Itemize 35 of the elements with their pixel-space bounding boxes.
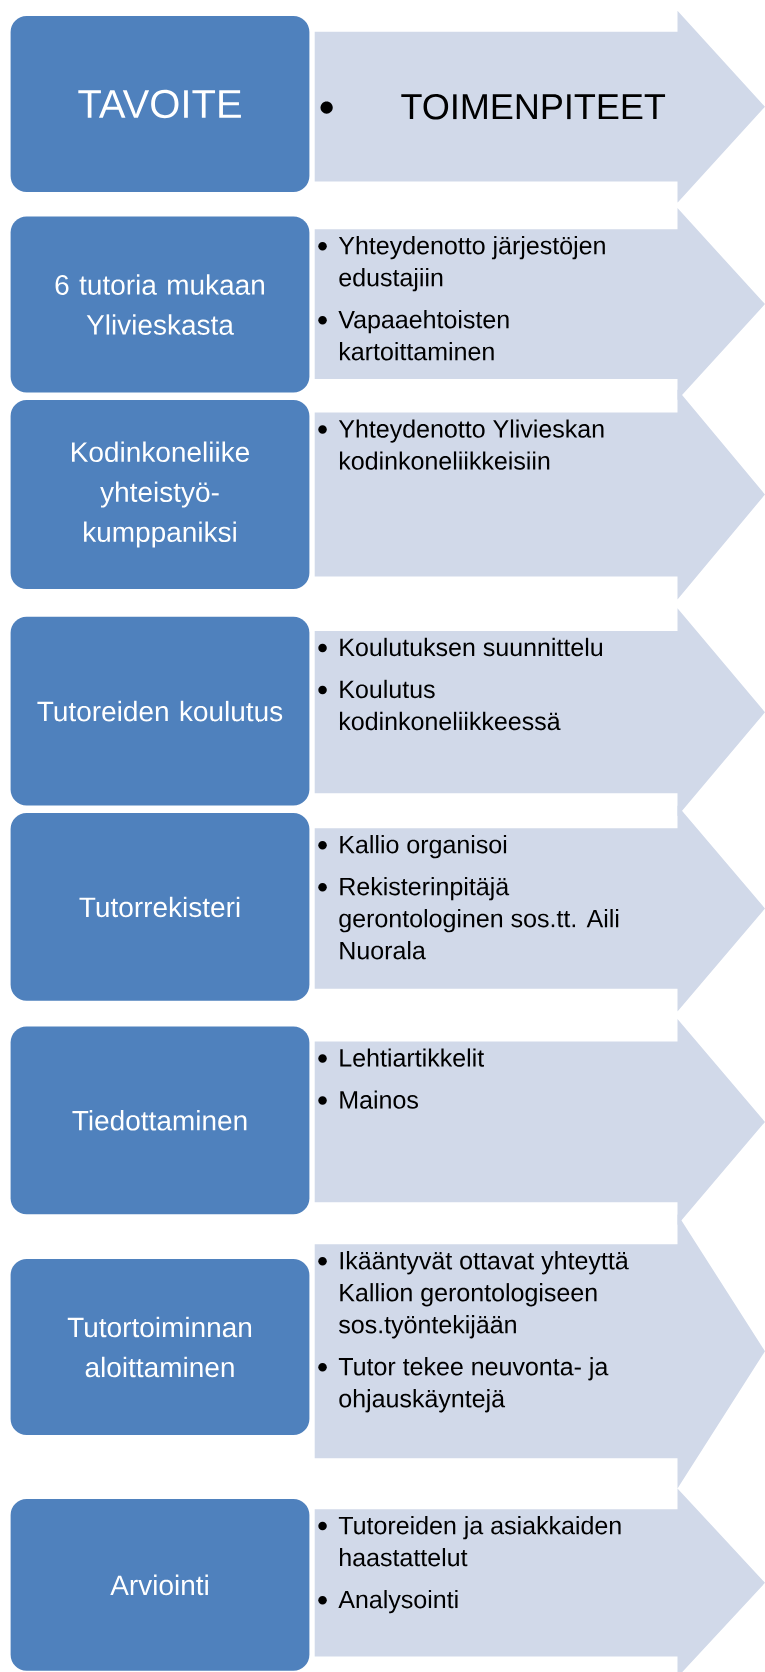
- bullet-text: Yhteydenotto Ylivieskan kodinkoneliikkeisiin: [338, 419, 604, 470]
- bullet-text: TOIMENPITEET: [401, 93, 666, 120]
- rounded-box: [10, 616, 310, 806]
- bullet-text: Tutor tekee neuvonta- ja ohjauskäyntejä: [338, 1357, 609, 1413]
- box-label: Arviointi: [110, 1574, 208, 1596]
- arrow-shape: [314, 10, 765, 203]
- rounded-box: [10, 16, 310, 192]
- rounded-box: [10, 1499, 310, 1671]
- rounded-box: [10, 400, 310, 589]
- bullet-text: Ikääntyvät ottavat yhteyttä Kallion gerontologiseen sos.työntekijään: [339, 1251, 629, 1339]
- bullet-text: Analysointi: [338, 1590, 458, 1614]
- box-label: 6 tutoria mukaan Ylivieskasta: [55, 274, 264, 335]
- rounded-box: [10, 1259, 310, 1435]
- bullet-text: Lehtiartikkelit: [340, 1048, 484, 1067]
- box-label: Kodinkoneliike yhteistyö- kumppaniksi: [72, 441, 249, 548]
- bullet-text: Rekisterinpitäjä gerontologinen sos.tt. Aili Nuorala: [339, 877, 619, 960]
- rounded-box: [10, 813, 310, 1001]
- bullet-text: Kallio organisoi: [340, 835, 507, 859]
- bullet-text: Koulutus kodinkoneliikkeessä: [340, 679, 561, 731]
- bullet-text: Mainos: [340, 1090, 418, 1109]
- box-label: Tutoreiden koulutus: [37, 700, 283, 722]
- box-label: TAVOITE: [78, 89, 241, 119]
- rounded-box: [10, 216, 310, 393]
- box-label: Tutortoiminnan aloittaminen: [67, 1316, 252, 1378]
- bullet-text: Vapaaehtoisten kartoittaminen: [338, 310, 509, 361]
- bullet-text: Tutoreiden ja asiakkaiden haastattelut: [338, 1516, 621, 1567]
- bullet-text: Yhteydenotto järjestöjen edustajiin: [338, 236, 605, 292]
- arrow-shape: [314, 1488, 765, 1672]
- box-label: Tutorrekisteri: [79, 896, 240, 918]
- arrow-shape: [314, 805, 765, 1012]
- arrow-shape: [314, 1214, 765, 1489]
- rounded-box: [10, 1026, 310, 1215]
- arrow-shape: [314, 389, 765, 600]
- bullet-text: Koulutuksen suunnittelu: [340, 637, 603, 657]
- box-label: Tiedottaminen: [72, 1110, 247, 1131]
